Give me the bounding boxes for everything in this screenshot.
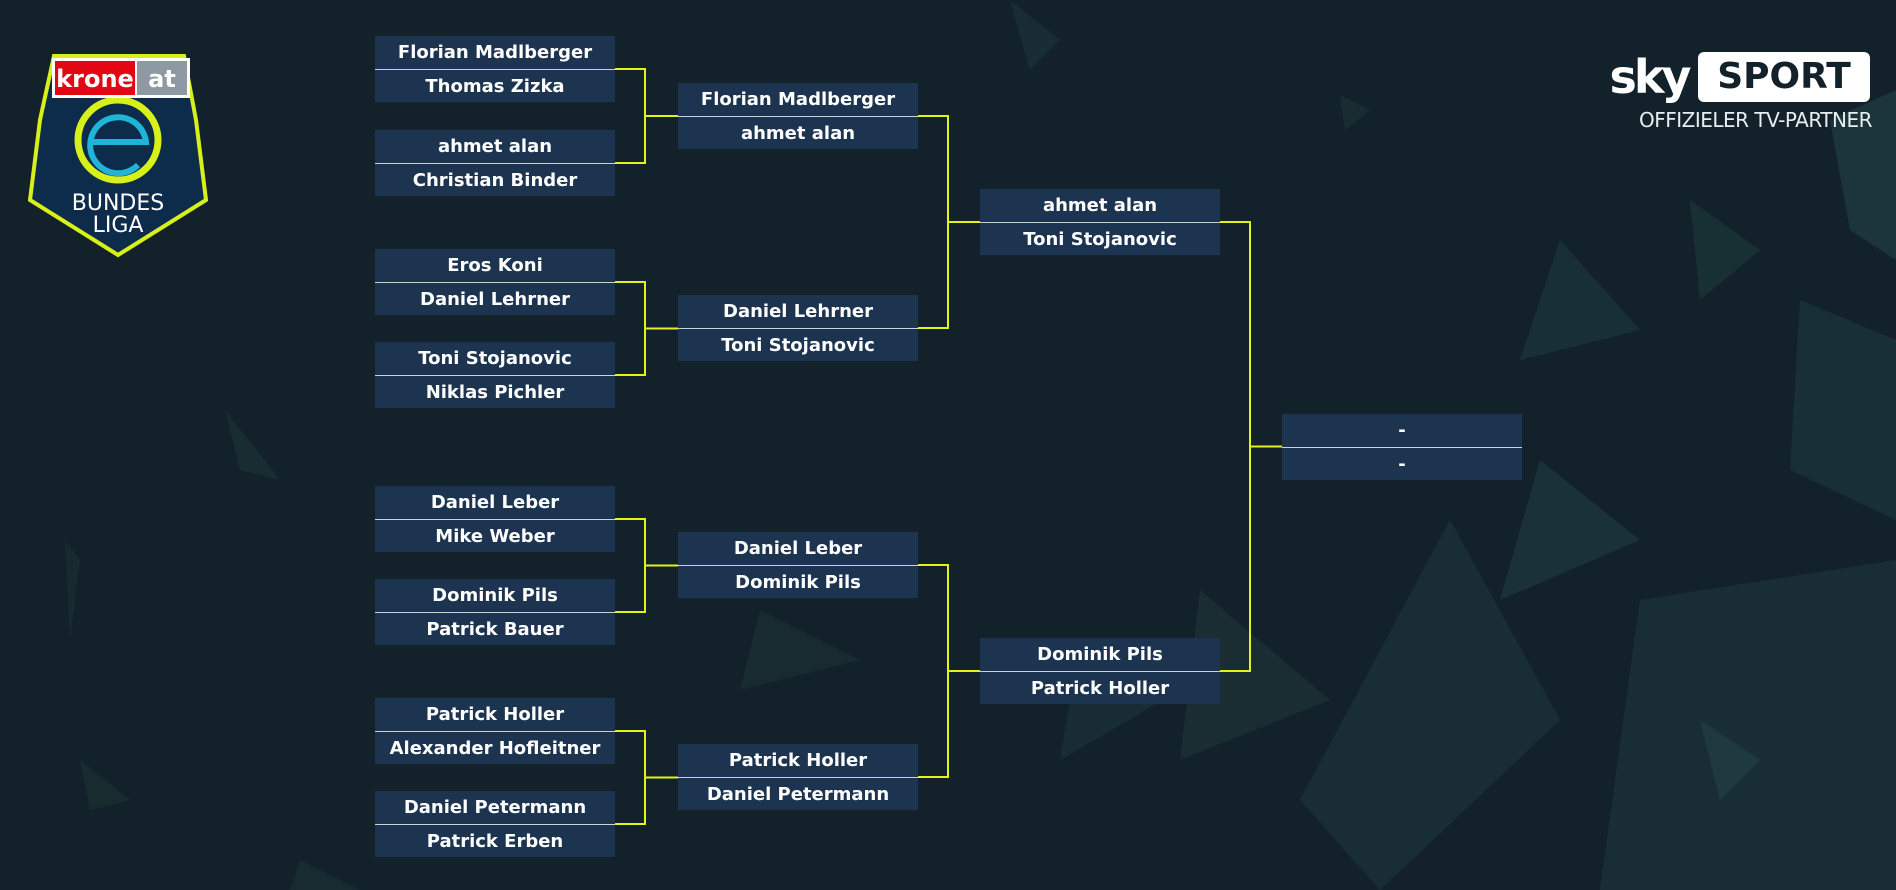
round1-match4-player2: Niklas Pichler — [375, 375, 615, 408]
round3-match1-player1: ahmet alan — [980, 189, 1220, 222]
krone-at-text: at — [148, 65, 176, 93]
round2-match3-player1: Daniel Leber — [678, 532, 918, 565]
round1-match6-player1: Dominik Pils — [375, 579, 615, 612]
round1-match8-player2: Patrick Erben — [375, 824, 615, 857]
round2-match2-player2: Toni Stojanovic — [678, 328, 918, 361]
round1-match3-player2: Daniel Lehrner — [375, 282, 615, 315]
league-line2: LIGA — [93, 213, 144, 238]
final-match1-player2: - — [1282, 447, 1522, 480]
bundesliga-logo: krone at BUNDES LIGA — [28, 54, 208, 258]
round3-match2-player2: Patrick Holler — [980, 671, 1220, 704]
league-line1: BUNDES — [72, 191, 164, 216]
round1-match2-player1: ahmet alan — [375, 130, 615, 163]
round2-match1-player1: Florian Madlberger — [678, 83, 918, 116]
round2-match4-player2: Daniel Petermann — [678, 777, 918, 810]
round2-match4-player1: Patrick Holler — [678, 744, 918, 777]
final-match1-player1: - — [1282, 414, 1522, 447]
round1-match5-player1: Daniel Leber — [375, 486, 615, 519]
sky-sport-logo: sky SPORT OFFIZIELER TV-PARTNER — [1600, 50, 1873, 140]
tv-partner-caption: OFFIZIELER TV-PARTNER — [1639, 108, 1872, 132]
round1-match2-player2: Christian Binder — [375, 163, 615, 196]
round3-match2-player1: Dominik Pils — [980, 638, 1220, 671]
round1-match1-player1: Florian Madlberger — [375, 36, 615, 69]
round1-match5-player2: Mike Weber — [375, 519, 615, 552]
krone-text: krone — [56, 65, 134, 93]
round1-match4-player1: Toni Stojanovic — [375, 342, 615, 375]
round1-match8-player1: Daniel Petermann — [375, 791, 615, 824]
round2-match1-player2: ahmet alan — [678, 116, 918, 149]
round1-match7-player1: Patrick Holler — [375, 698, 615, 731]
round2-match2-player1: Daniel Lehrner — [678, 295, 918, 328]
sky-wordmark: sky — [1609, 50, 1692, 104]
round2-match3-player2: Dominik Pils — [678, 565, 918, 598]
round1-match7-player2: Alexander Hofleitner — [375, 731, 615, 764]
sky-sport-box: SPORT — [1698, 52, 1870, 102]
round1-match6-player2: Patrick Bauer — [375, 612, 615, 645]
round1-match3-player1: Eros Koni — [375, 249, 615, 282]
round1-match1-player2: Thomas Zizka — [375, 69, 615, 102]
round3-match1-player2: Toni Stojanovic — [980, 222, 1220, 255]
